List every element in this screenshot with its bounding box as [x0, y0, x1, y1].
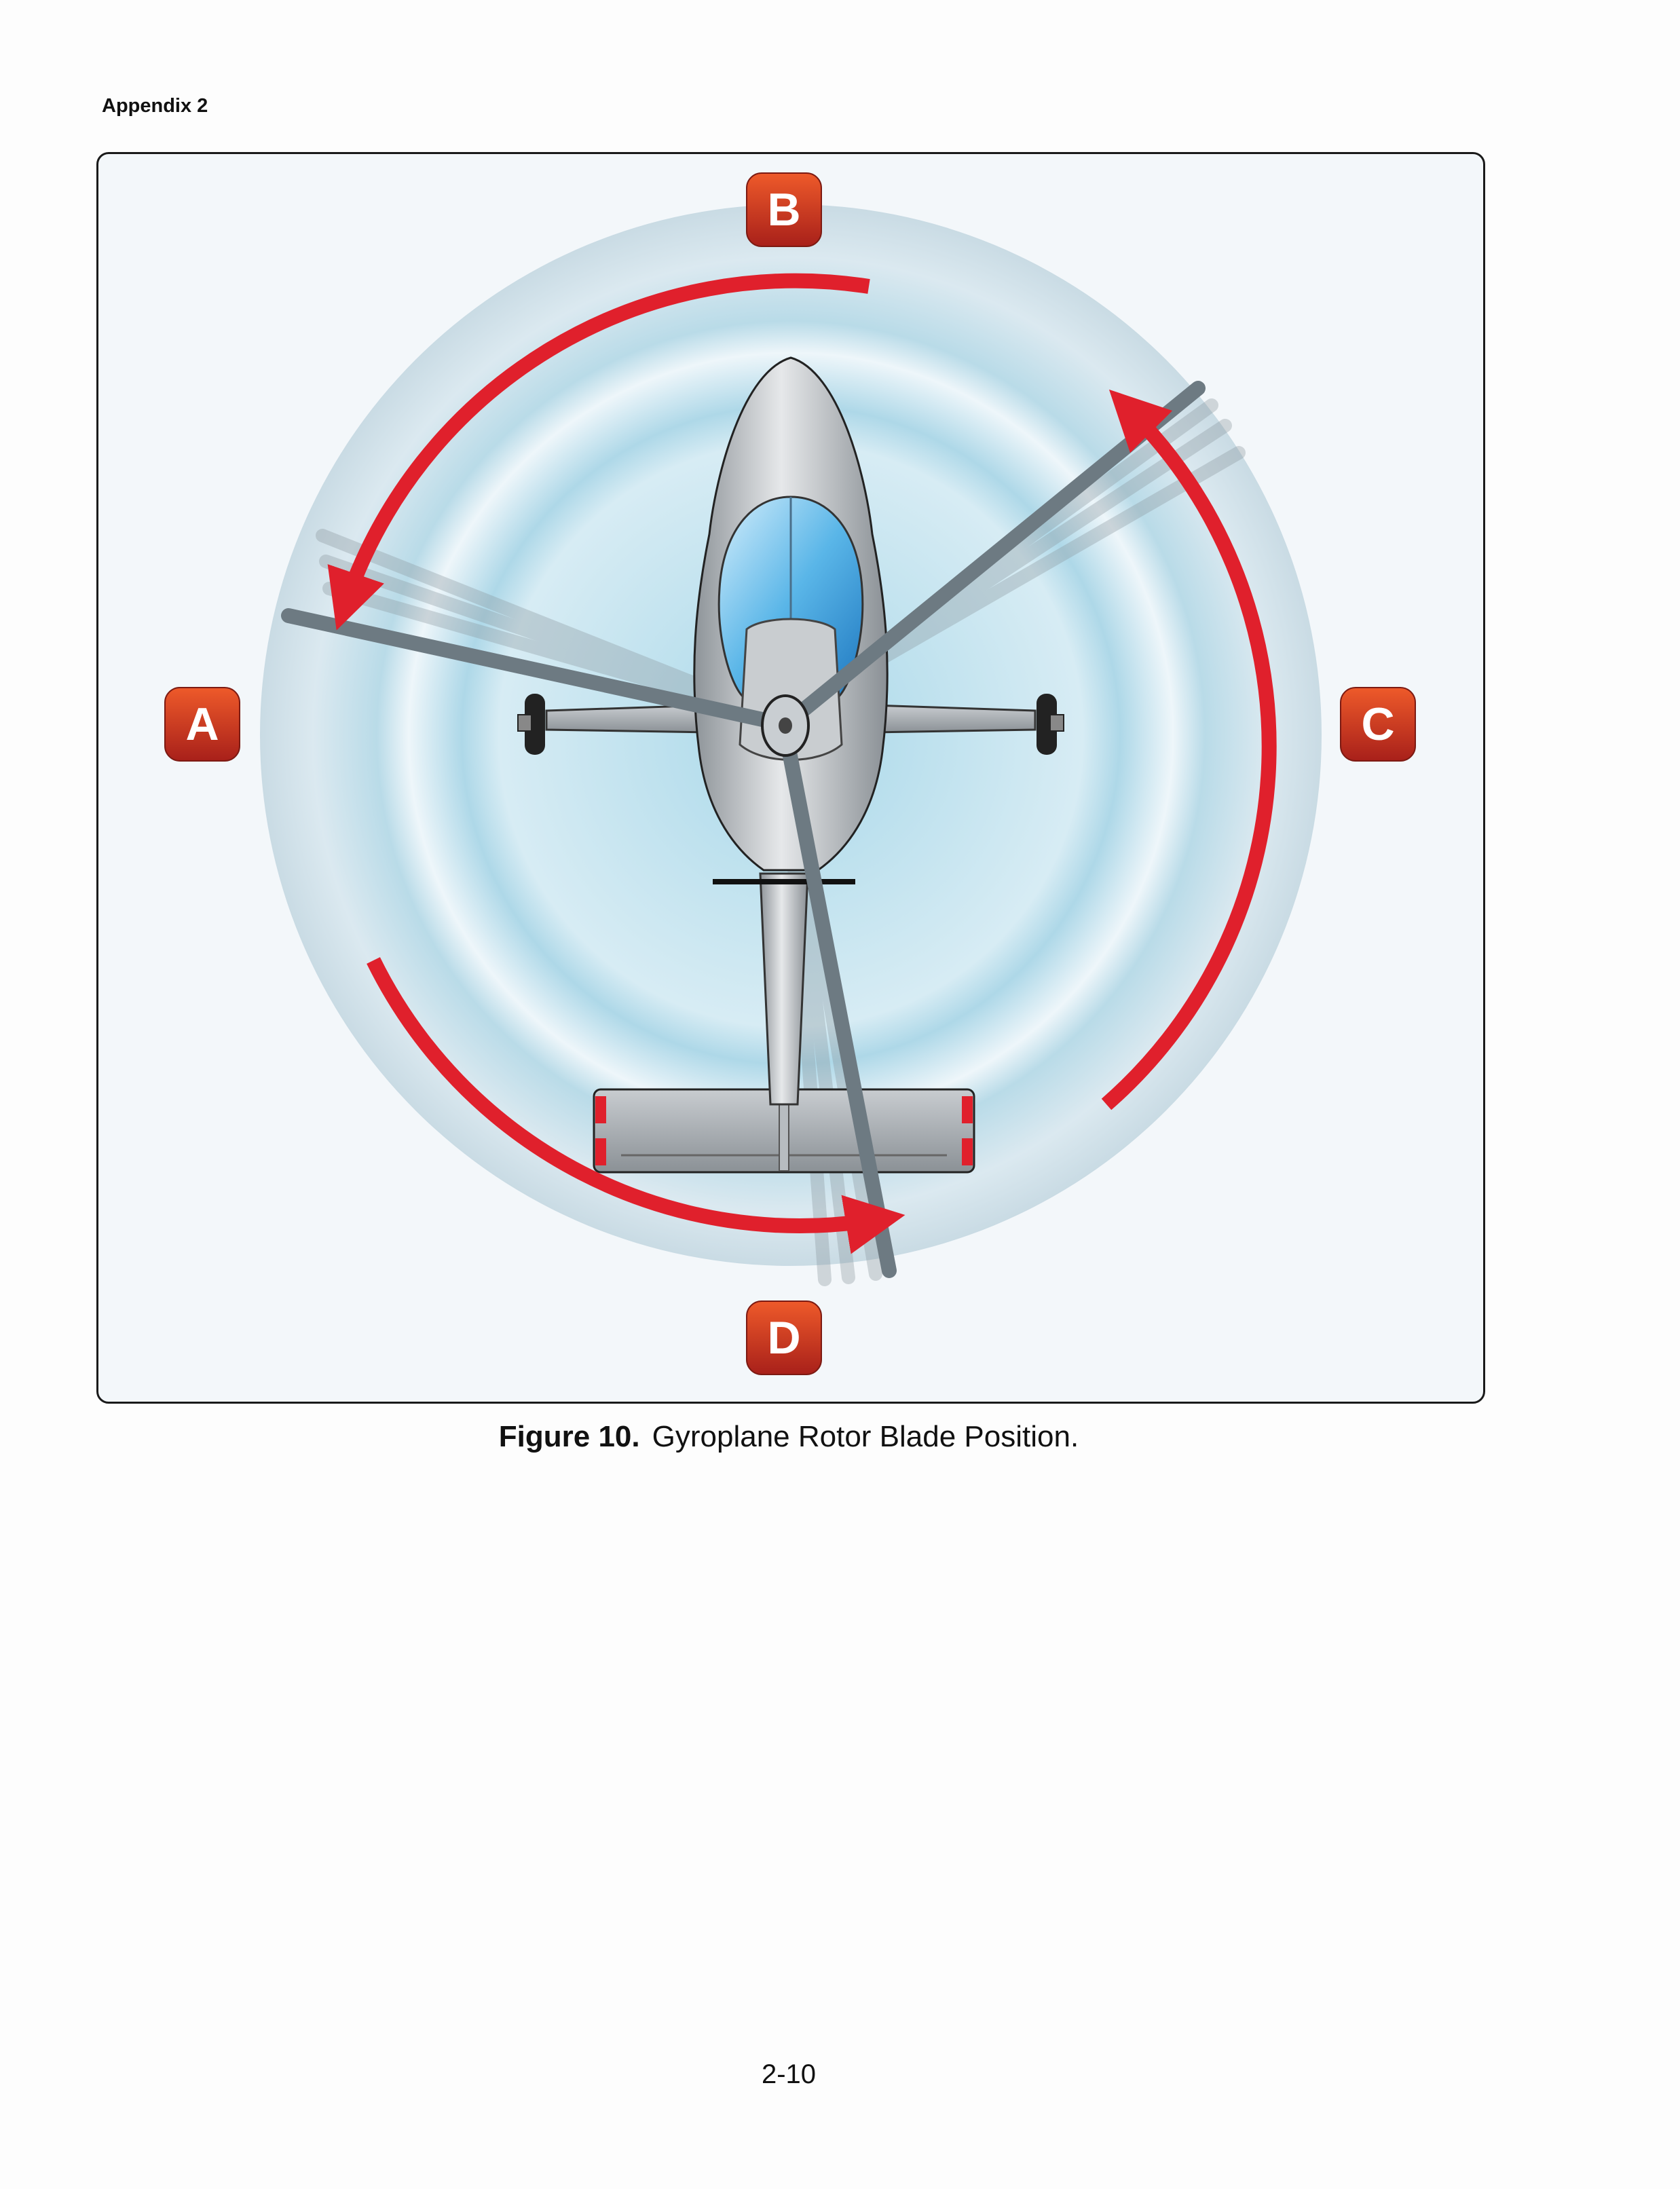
gyroplane-illustration: B A C D — [164, 172, 1416, 1375]
badge-c-label: C — [1361, 698, 1394, 750]
badge-a: A — [164, 687, 240, 762]
badge-b-label: B — [767, 184, 800, 236]
page-number: 2-10 — [761, 2059, 817, 2089]
arrow-a-to-d — [367, 957, 906, 1254]
figure-frame: B A C D — [96, 152, 1485, 1404]
arrow-b-to-a — [327, 273, 870, 631]
arrow-d-to-c — [1101, 389, 1277, 1110]
badge-c: C — [1340, 687, 1416, 762]
right-wheel — [1037, 694, 1057, 755]
badge-d: D — [746, 1301, 822, 1375]
rotation-arrows — [327, 273, 1277, 1254]
badge-a-label: A — [185, 698, 219, 750]
badge-b: B — [746, 172, 822, 247]
appendix-header: Appendix 2 — [102, 95, 208, 117]
caption-number: Figure 10. — [498, 1420, 640, 1453]
tail-boom — [759, 872, 809, 1106]
left-wheel — [525, 694, 545, 755]
caption-text: Gyroplane Rotor Blade Position. — [652, 1420, 1079, 1453]
badge-d-label: D — [767, 1312, 800, 1364]
figure-caption: Figure 10. Gyroplane Rotor Blade Position… — [0, 1420, 1578, 1454]
tail-stabilizer — [593, 1088, 975, 1174]
